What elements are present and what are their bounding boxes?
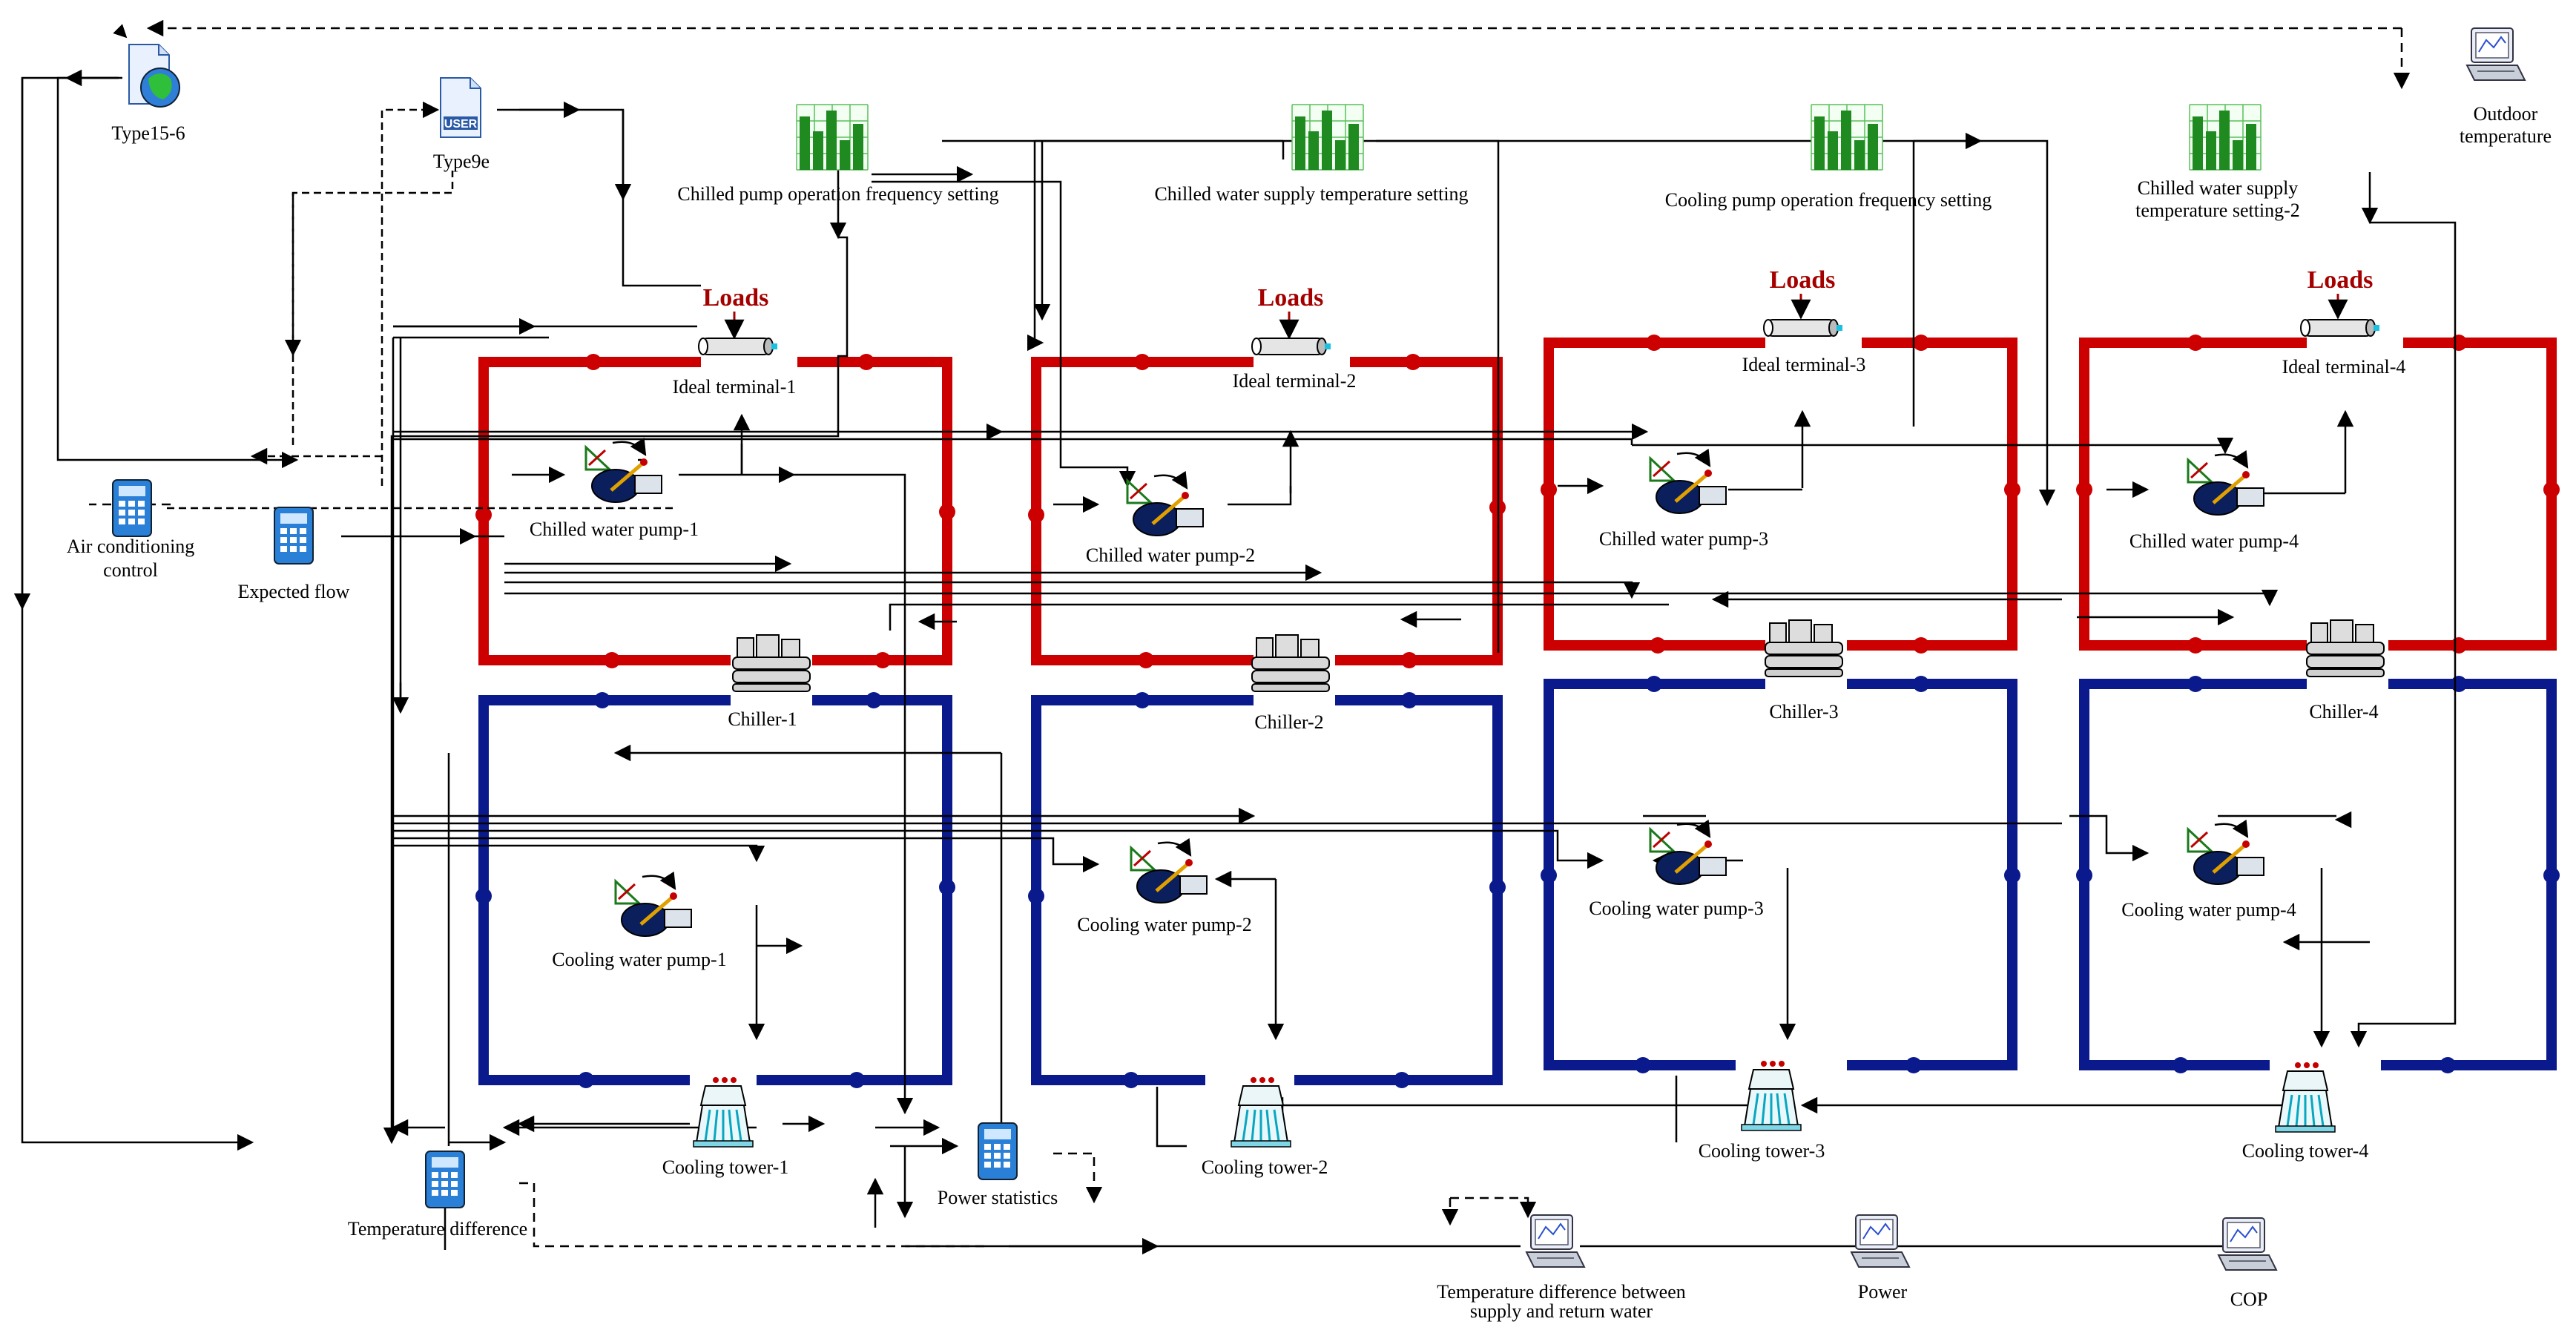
chilled-pump-3-label: Chilled water pump-3 bbox=[1599, 528, 1768, 550]
temp-diff-supply-return-label-line1: Temperature difference between bbox=[1437, 1281, 1686, 1303]
user-tag: USER bbox=[444, 118, 478, 131]
chilled-pump-2-label: Chilled water pump-2 bbox=[1086, 544, 1255, 566]
pump-icon[interactable] bbox=[1127, 475, 1203, 536]
chiller-icon[interactable] bbox=[2306, 619, 2385, 677]
cooling-pump-1-label: Cooling water pump-1 bbox=[552, 949, 726, 970]
type15-label: Type15-6 bbox=[111, 122, 185, 144]
pump-icon[interactable] bbox=[616, 876, 691, 936]
temp-diff-supply-return-label-line2: supply and return water bbox=[1470, 1300, 1653, 1322]
green-bar-chart-icon[interactable] bbox=[2189, 104, 2262, 171]
load-terminal-icon[interactable] bbox=[2300, 319, 2380, 337]
chiller-icon[interactable] bbox=[1765, 619, 1843, 677]
cooling-loop-nodes bbox=[475, 676, 2560, 1088]
pump-icon[interactable] bbox=[2188, 824, 2264, 884]
loads-arrow-4: Loads bbox=[2307, 266, 2374, 320]
online-plotter-icon[interactable] bbox=[1526, 1214, 1585, 1268]
online-plotter-icon[interactable] bbox=[2218, 1217, 2277, 1271]
loads-label-3: Loads bbox=[1770, 266, 1836, 294]
dashed-signal-lines bbox=[89, 503, 1537, 1248]
expected-flow-label: Expected flow bbox=[238, 581, 350, 602]
chiller-icon[interactable] bbox=[1251, 634, 1330, 692]
green-bar-chart-icon[interactable] bbox=[796, 104, 869, 171]
cooling-tower-1-label: Cooling tower-1 bbox=[662, 1156, 789, 1178]
cooling-pump-2-label: Cooling water pump-2 bbox=[1077, 914, 1251, 935]
temperature-difference-label: Temperature difference bbox=[348, 1218, 527, 1240]
load-terminal-icon[interactable] bbox=[1763, 319, 1843, 337]
globe-document-icon[interactable] bbox=[113, 24, 180, 108]
calculator-icon[interactable] bbox=[274, 507, 314, 565]
cooling-tower-3-label: Cooling tower-3 bbox=[1699, 1140, 1825, 1162]
loads-arrow-2: Loads bbox=[1258, 284, 1324, 340]
loads-label-2: Loads bbox=[1258, 284, 1324, 312]
green-bar-chart-icon[interactable] bbox=[1291, 104, 1364, 171]
load-terminal-icon[interactable] bbox=[1251, 338, 1331, 355]
chilled-supply-temp2-label-line2: temperature setting-2 bbox=[2135, 200, 2300, 221]
chiller-3-label: Chiller-3 bbox=[1769, 701, 1838, 723]
ideal-terminal-2-label: Ideal terminal-2 bbox=[1233, 370, 1357, 392]
chiller-1-label: Chiller-1 bbox=[728, 708, 797, 730]
loads-arrow-3: Loads bbox=[1770, 266, 1836, 320]
cop-label: COP bbox=[2230, 1288, 2268, 1310]
power-statistics-label: Power statistics bbox=[938, 1187, 1058, 1208]
online-plotter-icon[interactable] bbox=[2466, 27, 2526, 81]
chilled-pump-freq-label: Chilled pump operation frequency setting bbox=[677, 183, 998, 205]
cooling-pump-freq-label: Cooling pump operation frequency setting bbox=[1665, 189, 1992, 211]
outdoor-label-line1: Outdoor bbox=[2474, 103, 2538, 125]
pump-icon[interactable] bbox=[2188, 455, 2264, 515]
chilled-pump-4-label: Chilled water pump-4 bbox=[2129, 530, 2299, 552]
outdoor-label-line2: temperature bbox=[2460, 125, 2552, 147]
cooling-pump-3-label: Cooling water pump-3 bbox=[1589, 898, 1763, 919]
online-plotter-icon[interactable] bbox=[1851, 1214, 1910, 1268]
chilled-supply-temp-label: Chilled water supply temperature setting bbox=[1154, 183, 1468, 205]
cooling-pump-4-label: Cooling water pump-4 bbox=[2121, 899, 2296, 921]
calculator-icon[interactable] bbox=[978, 1122, 1018, 1180]
chilled-loop-nodes bbox=[475, 335, 2560, 668]
loads-label-1: Loads bbox=[703, 284, 769, 312]
calculator-icon[interactable] bbox=[112, 479, 152, 537]
loads-arrow-1: Loads bbox=[703, 284, 769, 340]
ideal-terminal-4-label: Ideal terminal-4 bbox=[2282, 356, 2406, 378]
chiller-2-label: Chiller-2 bbox=[1254, 711, 1323, 733]
chiller-icon[interactable] bbox=[732, 634, 811, 692]
ideal-terminal-1-label: Ideal terminal-1 bbox=[673, 376, 797, 398]
pump-icon[interactable] bbox=[1131, 843, 1207, 903]
ac-control-label-line2: control bbox=[103, 559, 158, 581]
cooling-tower-2-label: Cooling tower-2 bbox=[1202, 1156, 1328, 1178]
outdoor-feedback-line bbox=[146, 19, 2411, 90]
chilled-pump-1-label: Chilled water pump-1 bbox=[530, 519, 699, 540]
loads-label-4: Loads bbox=[2307, 266, 2374, 294]
ac-control-label-line1: Air conditioning bbox=[67, 536, 195, 557]
power-label: Power bbox=[1858, 1281, 1908, 1303]
ideal-terminal-3-label: Ideal terminal-3 bbox=[1742, 354, 1866, 375]
cooling-water-loops bbox=[478, 679, 2557, 1085]
chiller-4-label: Chiller-4 bbox=[2309, 701, 2378, 723]
green-bar-chart-icon[interactable] bbox=[1811, 104, 1883, 171]
pump-icon[interactable] bbox=[586, 442, 662, 502]
cooling-tower-4-label: Cooling tower-4 bbox=[2242, 1140, 2369, 1162]
pump-icon[interactable] bbox=[1650, 453, 1726, 513]
user-document-icon[interactable]: USER bbox=[440, 77, 481, 138]
type9e-label: Type9e bbox=[433, 151, 490, 172]
calculator-icon[interactable] bbox=[425, 1151, 465, 1208]
pump-icon[interactable] bbox=[1650, 824, 1726, 884]
chilled-supply-temp2-label-line1: Chilled water supply bbox=[2138, 177, 2299, 199]
load-terminal-icon[interactable] bbox=[698, 338, 778, 355]
